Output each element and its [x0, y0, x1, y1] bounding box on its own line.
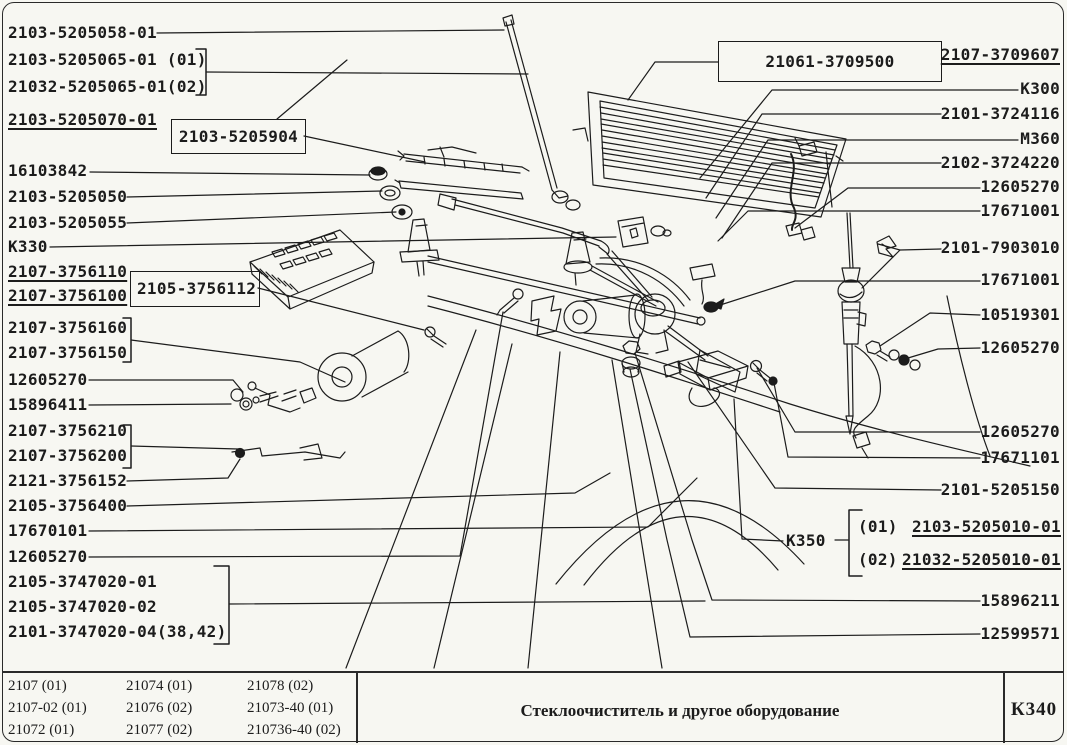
rear-window-drawing — [572, 91, 847, 218]
group-brackets — [122, 48, 863, 645]
part-label: 21032-5205065-01(02) — [8, 77, 207, 96]
title-block-top-border — [3, 671, 1064, 673]
switch-drawing — [617, 216, 672, 248]
boxed-part-label: 2103-5205904 — [171, 119, 306, 154]
part-label: 17671101 — [980, 448, 1060, 467]
title-block-divider — [1003, 673, 1005, 743]
wiper-motor-drawing — [563, 263, 741, 393]
wiper-linkage-drawing — [399, 193, 706, 326]
part-label: 12605270 — [980, 338, 1060, 357]
part-label: 2103-5205904 — [178, 127, 299, 146]
model-code: 2107-02 (01) — [8, 700, 87, 716]
part-label: K300 — [1020, 79, 1060, 98]
wiper-arm-top-drawing — [502, 14, 581, 211]
part-label: 2102-3724220 — [940, 153, 1060, 172]
title-block-divider — [356, 673, 358, 743]
part-label: M360 — [1020, 129, 1060, 148]
part-label: 12599571 — [980, 624, 1060, 643]
part-label: 2107-3756100 — [8, 286, 128, 305]
wiper-blade-frame-drawing — [397, 146, 530, 174]
part-label: 2105-3756400 — [8, 496, 128, 515]
sheet-code: К340 — [1010, 699, 1058, 720]
part-label: 16103842 — [8, 161, 88, 180]
part-label: 2105-3747020-02 — [8, 597, 157, 616]
part-label: 15896411 — [8, 395, 88, 414]
part-label: K350 — [786, 531, 826, 550]
part-label: 21032-5205010-01 — [902, 550, 1061, 569]
part-label: 12605270 — [980, 422, 1060, 441]
part-label: 2103-5205010-01 — [912, 517, 1061, 536]
sheet-title: Стеклоочиститель и другое оборудование — [520, 701, 840, 720]
part-label: 2107-3709607 — [940, 45, 1060, 64]
part-label: 2121-3756152 — [8, 471, 128, 490]
model-code: 21078 (02) — [247, 678, 314, 694]
washer-pump-drawing — [252, 288, 562, 404]
part-label: 2103-5205065-01 (01) — [8, 50, 207, 69]
part-label: 2105-3756112 — [137, 279, 257, 298]
part-label: 2101-3724116 — [940, 104, 1060, 123]
part-label: 17671001 — [980, 270, 1060, 289]
harness-connectors — [703, 137, 818, 313]
part-label: 17670101 — [8, 521, 88, 540]
part-label: K330 — [8, 237, 48, 256]
model-code: 21076 (02) — [126, 700, 193, 716]
part-label: 10519301 — [980, 305, 1060, 324]
model-code: 21074 (01) — [126, 678, 193, 694]
leader-lines — [49, 29, 1019, 638]
part-label: 21061-3709500 — [765, 52, 895, 71]
part-label: 17671001 — [980, 201, 1060, 220]
part-label: 12605270 — [8, 547, 88, 566]
fasteners-drawing — [230, 166, 921, 461]
part-label: 2103-5205058-01 — [8, 23, 157, 42]
part-label: 15896211 — [980, 591, 1060, 610]
car-body-drawing — [345, 295, 1031, 669]
variant-label: (02) — [858, 550, 898, 569]
part-label: 2101-5205150 — [940, 480, 1060, 499]
part-label: 2103-5205055 — [8, 213, 128, 232]
part-label: 2103-5205070-01 — [8, 110, 157, 129]
wiper-blade-drawing — [394, 179, 524, 200]
part-label: 2105-3747020-01 — [8, 572, 157, 591]
boxed-part-label: 21061-3709500 — [718, 41, 942, 82]
antenna-drawing — [837, 212, 897, 459]
model-code: 21073-40 (01) — [247, 700, 334, 716]
part-label: 12605270 — [980, 177, 1060, 196]
model-code: 210736-40 (02) — [247, 722, 341, 738]
part-label: 2107-3756200 — [8, 446, 128, 465]
part-label: 2101-7903010 — [940, 238, 1060, 257]
part-label: 2107-3756110 — [8, 262, 128, 281]
wiring-harness-drawing — [789, 153, 797, 231]
part-label: 2107-3756210 — [8, 421, 128, 440]
variant-label: (01) — [858, 517, 898, 536]
finned-box-drawing — [249, 229, 375, 310]
model-code: 21077 (02) — [126, 722, 193, 738]
part-label: 2107-3756150 — [8, 343, 128, 362]
boxed-part-label: 2105-3756112 — [130, 271, 260, 307]
part-label: 12605270 — [8, 370, 88, 389]
model-code: 2107 (01) — [8, 678, 67, 694]
model-code: 21072 (01) — [8, 722, 75, 738]
part-label: 2107-3756160 — [8, 318, 128, 337]
part-label: 2101-3747020-04(38,42) — [8, 622, 227, 641]
part-label: 2103-5205050 — [8, 187, 128, 206]
